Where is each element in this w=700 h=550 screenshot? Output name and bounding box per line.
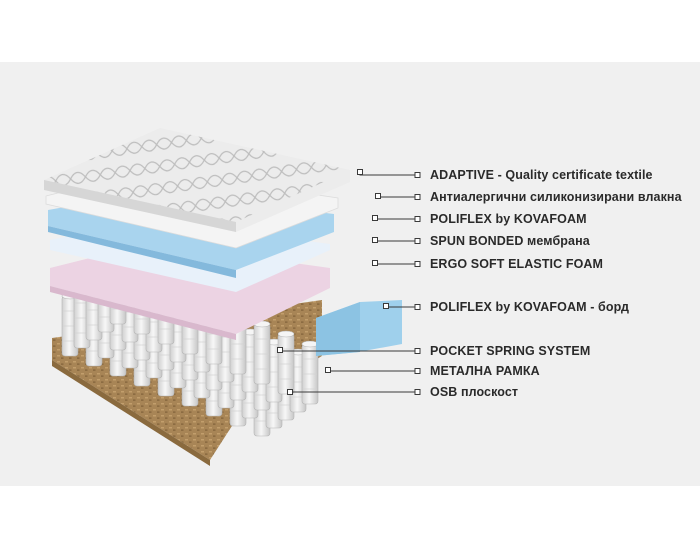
leader-end-marker: [414, 194, 421, 200]
ergo-foam-edge: [50, 286, 236, 340]
leader-end-marker: [414, 261, 421, 267]
label-antiallergic-fibers: Антиалергични силиконизирани влакна: [430, 190, 682, 204]
leader-line: [287, 389, 421, 395]
leader-path: [374, 240, 418, 242]
leader-start-marker: [287, 389, 293, 395]
leader-path: [374, 263, 418, 265]
leader-end-marker: [414, 216, 421, 222]
leader-end-marker: [414, 389, 421, 395]
label-osb-board: OSB плоскост: [430, 385, 519, 399]
leader-start-marker: [372, 215, 378, 221]
border-foam-side: [316, 302, 360, 356]
poliflex-edge: [48, 226, 236, 278]
bottom-white-band: [0, 486, 700, 550]
leader-start-marker: [277, 347, 283, 353]
label-metal-frame: МЕТАЛНА РАМКА: [430, 364, 540, 378]
leader-end-marker: [414, 304, 421, 310]
leader-line: [372, 215, 421, 222]
leader-start-marker: [372, 260, 378, 266]
label-ergo-soft-foam: ERGO SOFT ELASTIC FOAM: [430, 257, 604, 271]
leader-line: [372, 237, 421, 244]
leader-line: [277, 347, 421, 354]
leader-path: [374, 218, 418, 220]
leader-line: [372, 260, 421, 267]
label-pocket-spring: POCKET SPRING SYSTEM: [430, 344, 591, 358]
leader-start-marker: [372, 237, 378, 243]
leader-end-marker: [414, 368, 421, 374]
label-poliflex-border: POLIFLEX by KOVAFOAM - борд: [430, 300, 630, 314]
leader-line: [325, 367, 421, 374]
top-white-band: [0, 0, 700, 62]
leader-line: [383, 303, 421, 310]
osb-board-edge: [52, 360, 210, 466]
spring-coil: [301, 340, 319, 405]
spring-top: [301, 340, 319, 348]
leader-end-marker: [414, 172, 421, 178]
leader-end-marker: [414, 348, 421, 354]
leader-line: [375, 193, 421, 200]
leader-start-marker: [383, 303, 389, 309]
leader-start-marker: [375, 193, 381, 199]
leader-start-marker: [325, 367, 331, 373]
leader-end-marker: [414, 238, 421, 244]
label-adaptive-textile: ADAPTIVE - Quality certificate textile: [430, 168, 653, 182]
leader-path: [377, 196, 418, 198]
label-poliflex: POLIFLEX by KOVAFOAM: [430, 212, 587, 226]
spring-coil: [277, 330, 295, 395]
leader-line: [357, 169, 421, 178]
label-spun-bonded: SPUN BONDED мембрана: [430, 234, 590, 248]
spring-coil: [253, 320, 271, 385]
spring-top: [277, 330, 295, 338]
leader-path: [327, 370, 418, 372]
leader-path: [359, 172, 418, 176]
textile-quilt-pattern: [44, 128, 350, 222]
leader-start-marker: [357, 169, 363, 175]
textile-edge: [44, 180, 236, 232]
